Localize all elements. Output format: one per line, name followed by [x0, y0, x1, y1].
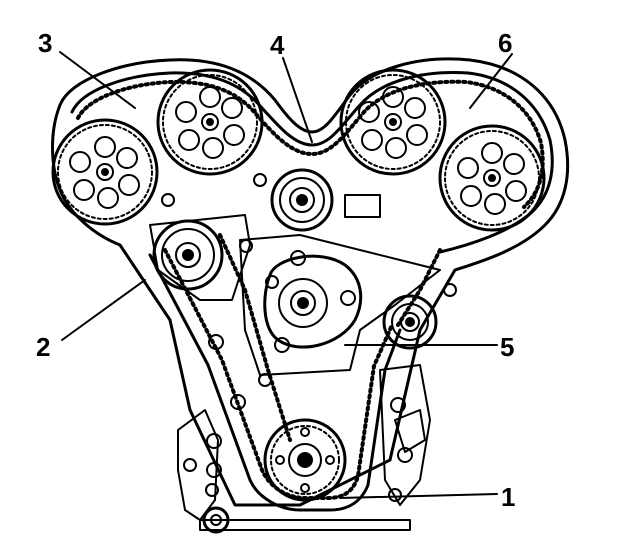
timing-cover-outline [53, 59, 568, 505]
bolt [231, 395, 245, 409]
tensioner-pulley-left [154, 221, 222, 289]
bolt [254, 174, 266, 186]
leader-3 [60, 52, 135, 108]
bolt [207, 463, 221, 477]
leader-6 [470, 54, 512, 108]
camshaft-sprocket-left-front [53, 120, 157, 224]
tensioner-arm [150, 215, 250, 300]
bolt [259, 374, 271, 386]
leader-1 [340, 494, 497, 498]
bolt [398, 448, 412, 462]
callout-3: 3 [38, 28, 53, 58]
bolt [444, 284, 456, 296]
bolt [162, 194, 174, 206]
callout-6: 6 [498, 28, 513, 58]
water-pump [265, 251, 361, 352]
bolt [240, 240, 252, 252]
bolt [389, 489, 401, 501]
camshaft-sprocket-right-rear [341, 70, 445, 174]
timing-belt-teeth-top [78, 82, 543, 207]
crankshaft-sprocket [265, 420, 345, 500]
callout-4: 4 [270, 30, 285, 60]
leader-2 [62, 280, 145, 340]
idler-pulley-right [384, 296, 436, 348]
bolt [209, 335, 223, 349]
leader-4 [283, 58, 312, 142]
bolt [391, 398, 405, 412]
center-bracket [240, 235, 440, 375]
crank-bolt [204, 508, 228, 532]
camshaft-sprocket-left-rear [158, 70, 262, 174]
callout-2: 2 [36, 332, 51, 362]
timing-belt-outer [72, 73, 552, 252]
timing-belt-inner-run [220, 235, 290, 440]
bolt [206, 484, 218, 496]
callout-1: 1 [501, 482, 516, 512]
timing-mark-plate [345, 195, 380, 217]
oil-pan-rail [200, 520, 410, 530]
callout-5: 5 [500, 332, 515, 362]
camshaft-sprocket-right-front [440, 126, 544, 230]
bolt [184, 459, 196, 471]
idler-pulley-center [272, 170, 332, 230]
engine-block-right [380, 365, 430, 505]
timing-belt-left-run [150, 255, 400, 510]
bolt [207, 434, 221, 448]
sensor-bracket [395, 410, 425, 452]
